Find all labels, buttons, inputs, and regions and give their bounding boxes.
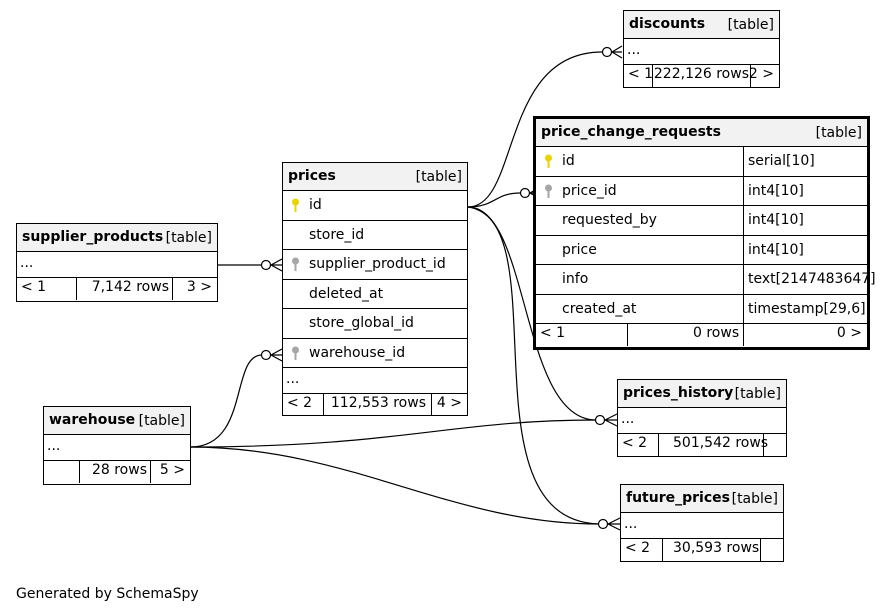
table-name[interactable]: prices_history [623, 385, 734, 401]
table-type: [table] [727, 17, 774, 33]
rel-warehouse-future-prices [189, 446, 600, 525]
parents-count[interactable]: < 2 [625, 540, 651, 556]
parents-count[interactable]: < 1 [21, 279, 47, 295]
primary-key-icon [545, 154, 552, 168]
more-columns: ... [621, 411, 635, 427]
table-name[interactable]: warehouse [49, 412, 136, 428]
column-type: int4[10] [748, 212, 804, 228]
more-columns: ... [286, 371, 300, 387]
column-name: id [309, 197, 322, 213]
row-count: 28 rows [91, 462, 147, 478]
crowfoot-discounts [611, 45, 623, 59]
generated-by-label: Generated by SchemaSpy [16, 586, 199, 602]
column-row-requested-by[interactable]: requested_by int4[10] [536, 206, 867, 236]
foreign-key-icon [545, 184, 552, 198]
children-count[interactable]: 2 > [748, 66, 774, 82]
table-type: [table] [138, 413, 185, 429]
more-columns: ... [627, 42, 641, 58]
primary-key-icon [292, 198, 299, 212]
column-row-price[interactable]: price int4[10] [536, 235, 867, 265]
children-count[interactable]: 4 > [436, 395, 462, 411]
crowfoot-future-prices [607, 517, 621, 531]
more-columns: ... [624, 516, 638, 532]
row-count: 112,553 rows [330, 395, 426, 411]
column-name: info [562, 271, 589, 287]
table-future-prices[interactable]: future_prices[table] ... < 2 30,593 rows [620, 484, 784, 562]
column-name: warehouse_id [309, 344, 406, 361]
crowfoot-prices-history [604, 413, 618, 427]
parents-count[interactable]: < 2 [622, 435, 648, 451]
column-name: created_at [562, 300, 637, 317]
table-warehouse[interactable]: warehouse[table] ... 28 rows 5 > [43, 406, 191, 485]
column-row-info[interactable]: info text[2147483647] [536, 265, 876, 295]
rel-prices-price-change-requests [467, 192, 521, 208]
column-name: price_id [562, 182, 617, 199]
column-type: serial[10] [748, 153, 815, 169]
table-price-change-requests[interactable]: price_change_requests [table] id serial[1… [533, 116, 876, 350]
column-row-store-id[interactable]: store_id [283, 221, 467, 250]
parents-count[interactable]: < 2 [287, 395, 313, 411]
column-name: requested_by [562, 212, 657, 228]
column-type: int4[10] [748, 241, 804, 258]
children-count[interactable]: 5 > [159, 462, 185, 478]
column-row-deleted-at[interactable]: deleted_at [283, 280, 467, 309]
foreign-key-icon [292, 346, 299, 360]
rel-warehouse-prices [189, 354, 263, 448]
rel-prices-future-prices [467, 206, 600, 525]
column-name: price [562, 241, 597, 258]
parents-count[interactable]: < 1 [628, 66, 654, 82]
parents-count[interactable]: < 1 [540, 325, 566, 341]
row-count: 222,126 rows [653, 66, 749, 82]
table-type: [table] [815, 125, 862, 141]
column-type: int4[10] [748, 182, 804, 199]
table-name[interactable]: future_prices [626, 490, 730, 506]
more-columns: ... [47, 438, 61, 454]
column-row-warehouse-id[interactable]: warehouse_id [283, 339, 467, 368]
row-count: 30,593 rows [673, 540, 760, 556]
table-prices-history[interactable]: prices_history[table] ... < 2 501,542 ro… [617, 379, 787, 457]
more-columns: ... [20, 255, 34, 271]
table-prices[interactable]: prices [table] id store_id supplier_produ… [282, 162, 468, 416]
rel-prices-discounts [467, 51, 603, 208]
crowfoot-prices-warehouse [270, 348, 283, 362]
column-row-id[interactable]: id serial[10] [536, 147, 867, 177]
table-name[interactable]: price_change_requests [541, 124, 721, 140]
table-type: [table] [165, 230, 212, 246]
table-type: [table] [415, 169, 462, 185]
children-count[interactable]: 3 > [186, 279, 212, 295]
column-name: store_global_id [309, 315, 414, 331]
column-row-created-at[interactable]: created_at timestamp[29,6] [536, 294, 867, 324]
table-name[interactable]: discounts [629, 16, 706, 32]
table-name[interactable]: supplier_products [22, 229, 164, 245]
table-name[interactable]: prices [288, 168, 336, 184]
crowfoot-prices-supplier [270, 258, 283, 272]
column-name: store_id [309, 226, 365, 243]
column-row-store-global-id[interactable]: store_global_id [283, 309, 467, 339]
column-row-supplier-product-id[interactable]: supplier_product_id [283, 250, 467, 280]
column-row-price-id[interactable]: price_id int4[10] [536, 176, 867, 206]
row-count: 501,542 rows [673, 435, 769, 451]
children-count[interactable]: 0 > [836, 325, 862, 341]
table-discounts[interactable]: discounts [table] ... < 1 222,126 rows 2 … [623, 10, 780, 88]
column-type: timestamp[29,6] [748, 300, 866, 317]
table-type: [table] [731, 491, 778, 507]
table-supplier-products[interactable]: supplier_products[table] ... < 1 7,142 r… [16, 223, 218, 302]
row-count: 7,142 rows [91, 279, 169, 295]
row-count: 0 rows [693, 325, 740, 341]
column-type: text[2147483647] [748, 271, 876, 287]
foreign-key-icon [292, 257, 299, 271]
column-name: id [562, 153, 575, 169]
column-name: deleted_at [309, 285, 384, 302]
column-row-id[interactable]: id [283, 191, 467, 221]
table-type: [table] [734, 386, 781, 402]
rel-warehouse-prices-history [189, 419, 597, 448]
column-name: supplier_product_id [309, 256, 446, 272]
